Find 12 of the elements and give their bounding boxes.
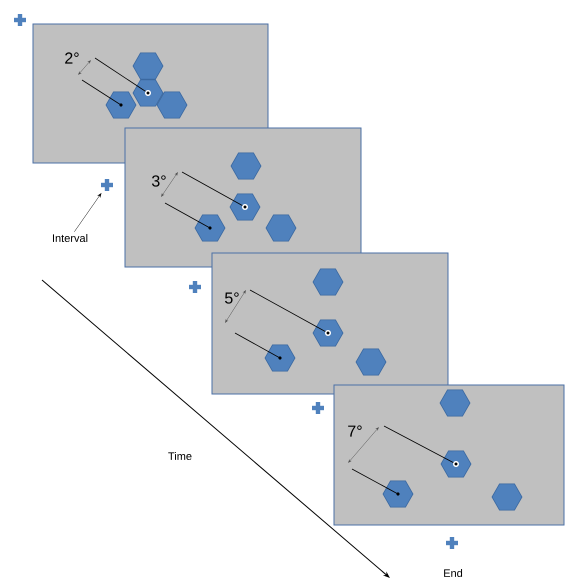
axis-label: End [444,568,462,578]
fixation-cross [14,14,26,26]
fixation-cross [446,537,458,549]
fixation-cross [189,281,201,293]
arrow [74,193,102,232]
fixation-cross [312,402,324,414]
fixation-cross [101,179,113,191]
screen-panel: 3° [124,128,362,268]
interval-label: Interval [52,234,88,242]
screen-panel: 7° [334,384,564,526]
screen-panel: 5° [212,252,448,394]
axis-label: Time [168,452,192,460]
